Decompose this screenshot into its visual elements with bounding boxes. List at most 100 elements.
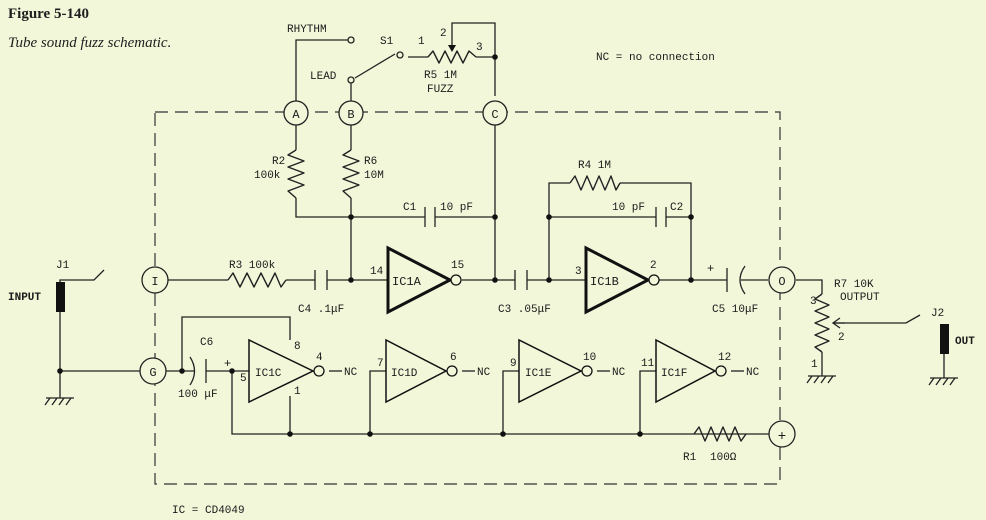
ic1f-name: IC1F [661,368,687,380]
terminal-c-label: C [491,108,498,122]
ic1f-out-pin: 12 [718,352,731,364]
capacitor-c3 [514,270,528,290]
r7-pin2-label: 2 [838,332,845,344]
enclosure-boundary [154,111,781,485]
c3-label: C3 .05μF [498,304,551,316]
resistor-r2 [287,149,305,199]
ic1a-name: IC1A [392,275,422,289]
ic1c-name: IC1C [255,368,282,380]
terminal-plus-label: + [778,429,786,445]
jack-j2-out-label: OUT [955,336,975,348]
terminal-i [141,266,169,294]
jack-j2 [940,324,949,354]
r4-label: R4 1M [578,160,611,172]
ic1c-vdd-pin: 8 [294,341,301,353]
r5-pin1-label: 1 [418,36,425,48]
terminal-g [139,357,167,385]
resistor-r4 [569,175,621,191]
ic1c-in-pin: 5 [240,373,247,385]
ic1e-nc-label: NC [612,367,626,379]
r1-value-label: 100Ω [710,452,737,464]
ic1f-nc-label: NC [746,367,760,379]
switch-lead-label: LEAD [310,71,337,83]
c1-ref-label: C1 [403,202,417,214]
c6-value-label: 100 μF [178,389,218,401]
r2-ref-label: R2 [272,156,285,168]
inverter-ic1d [385,338,458,404]
r7-name-label: OUTPUT [840,292,880,304]
jack-j1-label: J1 [56,260,70,272]
c5-polarity: + [707,262,714,276]
c2-ref-label: C2 [670,202,683,214]
c6-ref-label: C6 [200,337,213,349]
junction-dots [57,54,694,437]
inverter-ic1c [248,338,325,404]
jack-j1 [56,282,65,312]
c5-label: C5 10μF [712,304,758,316]
terminal-b [338,100,364,126]
ic1c-vss-pin: 1 [294,386,301,398]
ic1d-out-pin: 6 [450,352,457,364]
c6-polarity: + [224,357,231,371]
resistor-r5 [427,50,477,64]
terminal-o-label: O [778,275,785,289]
ic1a-in-pin: 14 [370,266,384,278]
c1-value-label: 10 pF [440,202,473,214]
capacitor-c6 [189,356,207,386]
capacitor-c2 [655,207,667,227]
ic1f-in-pin: 11 [641,358,655,370]
terminal-o [768,266,796,294]
terminal-c [482,100,508,126]
r7-pin1-label: 1 [811,359,818,371]
ic1c-out-pin: 4 [316,352,323,364]
ic1b-name: IC1B [590,275,619,289]
ground-symbol-r7 [806,375,836,384]
terminal-plus [768,420,796,448]
r5-ref-label: R5 1M [424,70,457,82]
r6-value-label: 10M [364,170,384,182]
ic1a-out-pin: 15 [451,260,464,272]
terminal-a [283,100,309,126]
c4-label: C4 .1μF [298,304,344,316]
r5-pin2-label: 2 [440,28,447,40]
resistor-r1 [693,426,747,442]
r2-value-label: 100k [254,170,281,182]
capacitor-c1 [424,207,436,227]
r7-wiper-arrow [831,317,845,329]
ground-symbol-input [44,397,74,406]
ground-symbol-output [928,377,958,386]
inverter-ic1a [386,245,462,315]
switch-s1 [347,36,404,84]
inverter-ic1b [584,245,660,315]
inverter-ic1f [655,338,727,404]
ic-type-note: IC = CD4049 [172,505,245,517]
terminal-b-label: B [347,108,354,122]
capacitor-c5 [726,265,746,295]
jack-j2-label: J2 [931,308,944,320]
ic1e-out-pin: 10 [583,352,596,364]
c2-value-label: 10 pF [612,202,645,214]
r5-pin3-label: 3 [476,42,483,54]
r5-name-label: FUZZ [427,84,454,96]
terminal-g-label: G [149,366,156,380]
switch-s1-label: S1 [380,36,394,48]
r7-ref-label: R7 10K [834,279,874,291]
ic1d-nc-label: NC [477,367,491,379]
ic1e-in-pin: 9 [510,358,517,370]
wiring [59,22,945,435]
nc-note: NC = no connection [596,52,715,64]
r6-ref-label: R6 [364,156,377,168]
resistor-r6 [342,149,360,199]
ic1d-name: IC1D [391,368,418,380]
ic1b-out-pin: 2 [650,260,657,272]
resistor-r3 [227,272,287,288]
resistor-r7 [814,293,830,353]
inverter-ic1e [518,338,593,404]
figure-title: Figure 5-140 [8,6,89,22]
r7-pin3-label: 3 [810,296,817,308]
r1-ref-label: R1 [683,452,697,464]
jack-j1-input-label: INPUT [8,292,41,304]
r3-label: R3 100k [229,260,276,272]
ic1d-in-pin: 7 [377,358,384,370]
